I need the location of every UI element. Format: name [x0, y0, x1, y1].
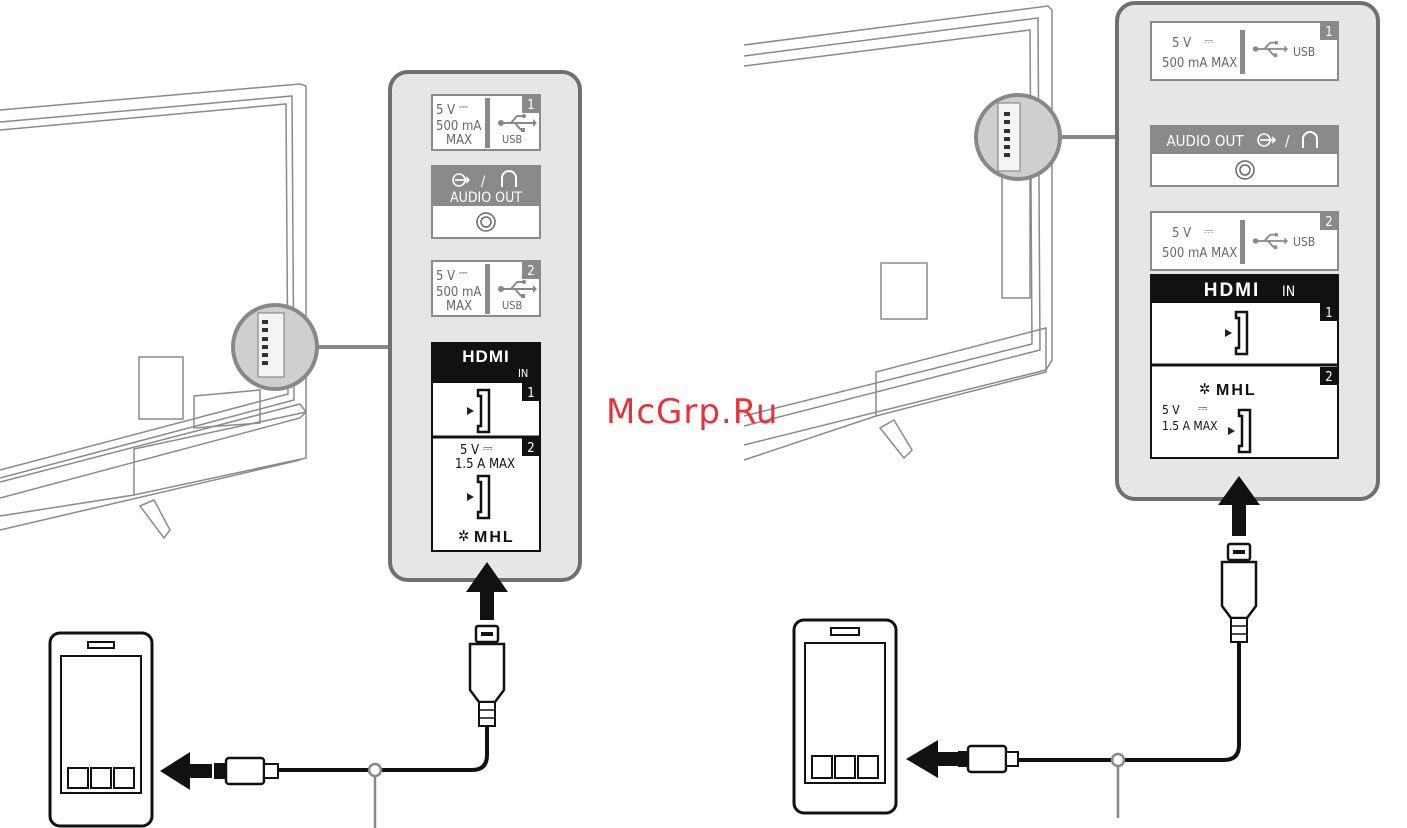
left-usb2-current: 500 mA [436, 285, 481, 300]
right-port-panel: 1 5 V ⎓ 500 mA MAX USB AUDIO OUT / [1117, 3, 1378, 499]
left-usb1-max: MAX [446, 133, 472, 148]
left-hdmi-block: HDMI IN 1 2 5 V ⎓ 1.5 A MAX ✲ MHL [432, 343, 540, 551]
left-hdmi2-current: 1.5 A MAX [455, 457, 515, 472]
right-hdmi-in: IN [1282, 284, 1295, 300]
right-smartphone [794, 620, 896, 813]
left-hdmi2-number: 2 [527, 441, 534, 456]
left-mhl-plug [470, 626, 504, 726]
left-hdmi2-voltage: 5 V [460, 443, 479, 458]
left-mhl-cable [278, 726, 487, 770]
watermark: McGrp.Ru [606, 392, 778, 432]
right-usb1-port: 1 5 V ⎓ 500 mA MAX USB [1151, 22, 1338, 80]
right-mhl-logo: MHL [1216, 382, 1257, 399]
left-usb2-max: MAX [446, 299, 472, 314]
right-usb2-current: 500 mA MAX [1162, 246, 1237, 261]
right-hdmi1-number: 1 [1325, 306, 1332, 321]
right-usb2-voltage: 5 V [1172, 226, 1191, 241]
right-audio-jack-icon [1236, 161, 1254, 179]
left-usb1-dc-symbol: ⎓ [459, 100, 468, 113]
left-magnifier [233, 305, 390, 389]
right-usb1-number: 1 [1325, 25, 1332, 40]
left-usb1-current: 500 mA [436, 119, 481, 134]
left-mhl-star-icon: ✲ [458, 527, 469, 545]
left-usb1-port: 1 5 V ⎓ 500 mA MAX USB [432, 95, 540, 150]
right-magnifier [976, 95, 1117, 179]
left-usb2-dc-symbol: ⎓ [459, 266, 468, 279]
left-mhl-logo: MHL [474, 529, 515, 546]
left-usb1-label: USB [502, 133, 523, 146]
right-usb2-port: 2 5 V ⎓ 500 mA MAX USB [1151, 212, 1338, 270]
right-audio-out-port: AUDIO OUT / [1151, 126, 1338, 186]
left-usb2-port: 2 5 V ⎓ 500 mA MAX USB [432, 261, 540, 316]
left-port-panel: 1 5 V ⎓ 500 mA MAX USB / AUDIO OUT [390, 72, 580, 580]
right-hdmi2-dc-symbol: ⎓ [1198, 401, 1208, 415]
right-usb2-dc-symbol: ⎓ [1204, 224, 1214, 238]
left-usb1-number: 1 [527, 98, 534, 113]
right-usb1-label: USB [1293, 45, 1315, 59]
left-usb2-label: USB [502, 299, 523, 312]
left-usb2-number: 2 [527, 264, 534, 279]
right-usb2-label: USB [1293, 235, 1315, 249]
right-mhl-plug [1222, 544, 1256, 642]
left-left-arrow [160, 752, 212, 790]
left-audio-out-port: / AUDIO OUT [432, 166, 540, 238]
left-audio-label: AUDIO OUT [450, 190, 522, 206]
right-micro-usb-plug [958, 746, 1018, 772]
left-hdmi1-number: 1 [527, 386, 534, 401]
right-left-arrow [906, 740, 958, 778]
right-usb1-current: 500 mA MAX [1162, 56, 1237, 71]
right-usb1-dc-symbol: ⎓ [1204, 34, 1214, 48]
left-cable-callout-dot [369, 764, 381, 776]
right-cable-callout-dot [1112, 754, 1124, 766]
left-audio-jack-icon [477, 213, 495, 231]
right-hdmi-logo: HDMI [1204, 280, 1261, 301]
left-hdmi2-dc-symbol: ⎓ [483, 441, 493, 455]
right-audio-label: AUDIO OUT [1166, 132, 1244, 150]
right-audio-slash: / [1285, 132, 1290, 150]
left-usb1-voltage: 5 V [436, 103, 455, 118]
right-hdmi2-voltage: 5 V [1162, 403, 1180, 417]
right-usb2-number: 2 [1325, 215, 1332, 230]
left-hdmi-logo: HDMI [462, 347, 509, 366]
left-micro-usb-plug [214, 758, 278, 784]
left-smartphone [50, 633, 152, 826]
left-usb2-voltage: 5 V [436, 269, 455, 284]
right-mhl-cable [1016, 642, 1239, 760]
right-usb1-voltage: 5 V [1172, 36, 1191, 51]
right-hdmi2-current: 1.5 A MAX [1162, 419, 1218, 433]
left-hdmi-in: IN [518, 367, 528, 380]
right-hdmi-block: HDMI IN 1 2 ✲ MHL 5 V ⎓ 1.5 A MAX [1151, 275, 1338, 458]
right-mhl-star-icon: ✲ [1199, 380, 1210, 398]
right-tv [744, 6, 1052, 460]
right-hdmi2-number: 2 [1325, 370, 1332, 385]
